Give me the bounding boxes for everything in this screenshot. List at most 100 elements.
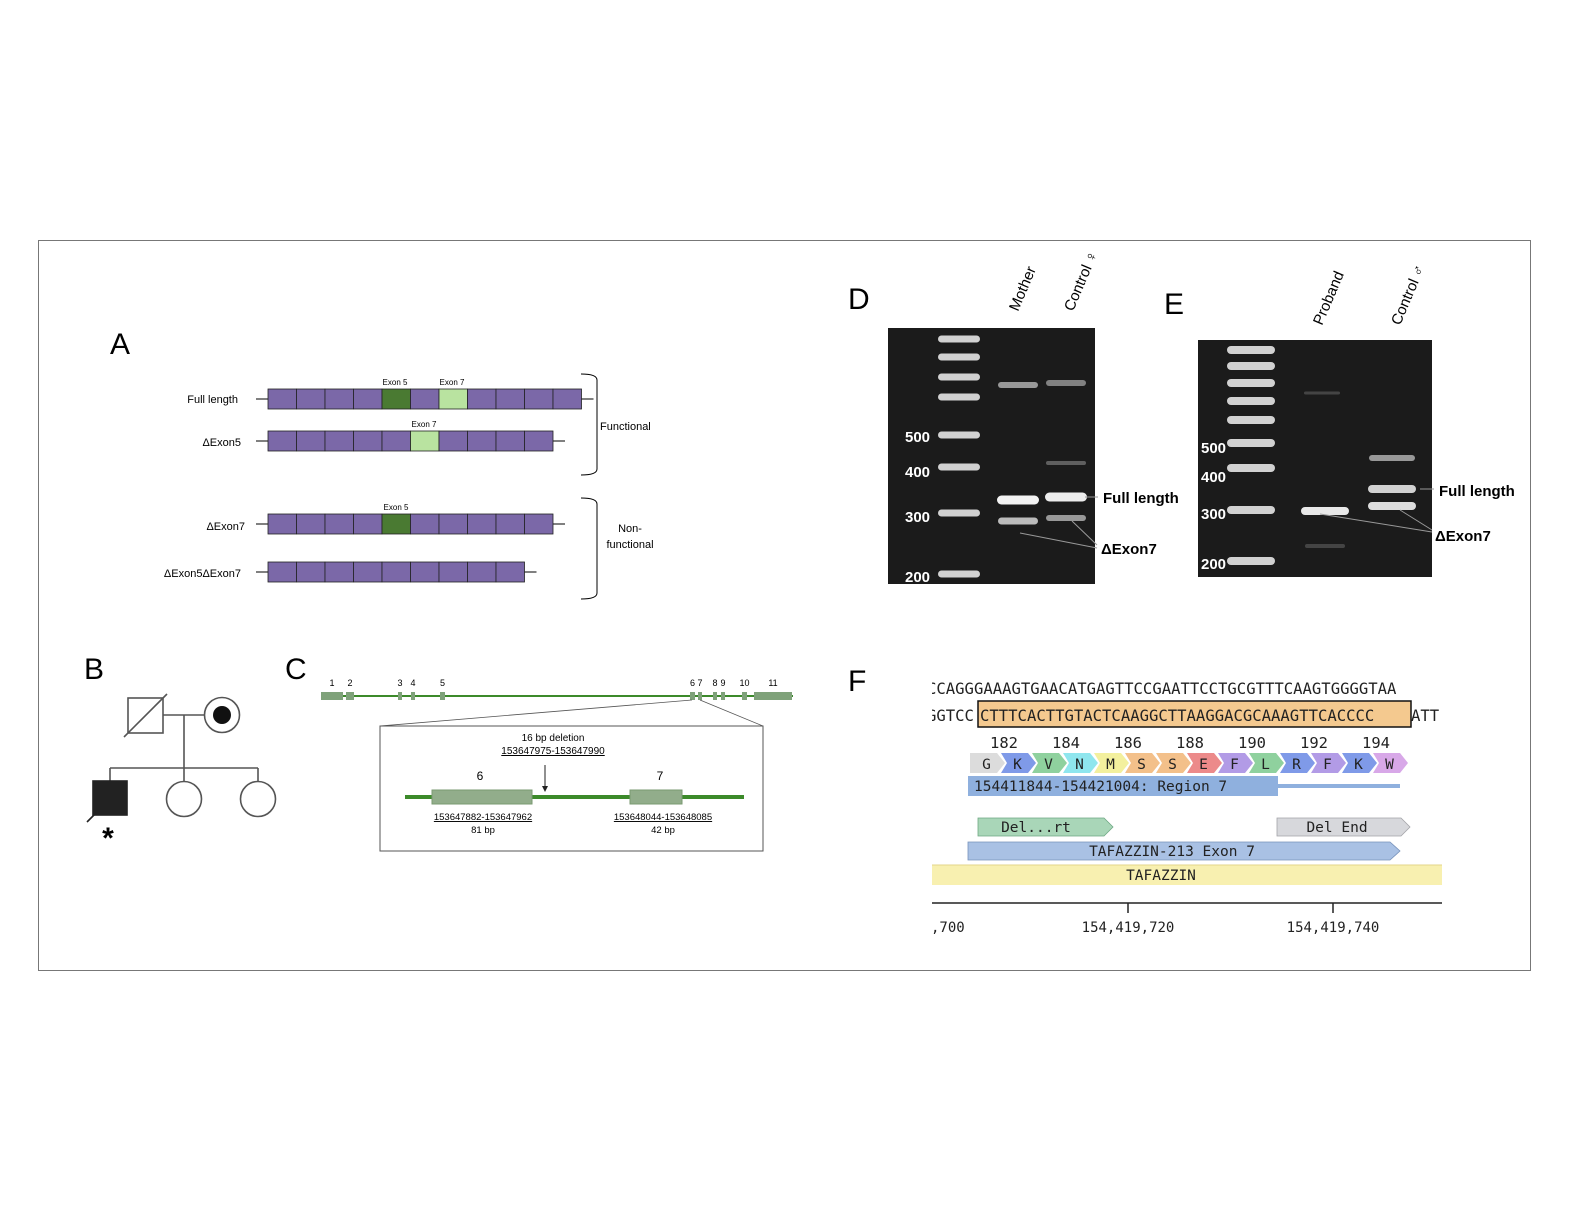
panel-a: A Exon 5 Exon 7 Exon 7 Exon 5 Full lengt…	[110, 328, 654, 600]
amino-acid-arrow	[1001, 753, 1036, 773]
pedigree-sister-1	[165, 780, 203, 818]
region-feature	[968, 776, 1278, 796]
isoform-exon	[438, 513, 468, 535]
nonfunctional-label-line2: functional	[606, 539, 653, 551]
isoform-exon	[467, 513, 497, 535]
control-delta-exon7-band	[1368, 502, 1416, 510]
amino-acid-letter: V	[1044, 757, 1053, 773]
panel-b-pedigree: B *	[84, 653, 277, 855]
gene-exon-number: 7	[697, 678, 702, 688]
amino-acid-letter: M	[1106, 757, 1115, 773]
isoform-exon	[381, 430, 411, 452]
ladder-band	[938, 335, 980, 343]
lane-label-proband: Proband	[1310, 269, 1348, 328]
gene-exon-8	[713, 692, 717, 700]
exon5-label: Exon 5	[383, 378, 408, 387]
codon-number: 188	[1176, 734, 1204, 752]
isoform-exon	[296, 513, 326, 535]
panel-f-sequence-view: F CCAGGGAAAGTGAACATGAGTTCCGAATTCCTGCGTTT…	[848, 665, 1442, 936]
control-upper-band	[1369, 455, 1415, 461]
gel-d-ladder-400: 400	[905, 464, 930, 481]
nonfunctional-label-line1: Non-	[618, 523, 642, 535]
gel-d-bands	[938, 335, 1087, 578]
gene-exon-number: 9	[720, 678, 725, 688]
amino-acid-letter: K	[1354, 757, 1363, 773]
panel-d-gel: D Mother Control ♀ 500 400 300 200 Full …	[848, 248, 1179, 586]
gel-d-full-length-label: Full length	[1103, 490, 1179, 507]
amino-acid-arrow	[1342, 753, 1377, 773]
gel-e-full-length-label: Full length	[1439, 483, 1515, 500]
control-upper-band	[1046, 380, 1086, 386]
row-label-delta-exon7: ΔExon7	[206, 521, 245, 533]
gene-feature	[932, 865, 1442, 885]
zoom-exon6-label: 6	[477, 769, 484, 783]
exon7-length: 42 bp	[651, 825, 675, 836]
gel-d-delta-label: ΔExon7	[1101, 541, 1157, 558]
isoform-exon	[267, 513, 297, 535]
panel-e-gel: E Proband Control ♂ 500 400 300 200 Full…	[1164, 262, 1515, 577]
isoform-exon	[410, 513, 440, 535]
isoform-exon7	[410, 430, 440, 452]
isoform-exon	[524, 388, 554, 410]
isoform-exon	[438, 430, 468, 452]
amino-acid-letter: S	[1168, 757, 1177, 773]
del-start-label: Del...rt	[1001, 820, 1071, 836]
codon-number: 194	[1362, 734, 1390, 752]
amino-acid-arrow	[1125, 753, 1160, 773]
isoform-exon	[353, 388, 383, 410]
pedigree-sister-2	[239, 780, 277, 818]
amino-acid-arrow	[970, 753, 1005, 773]
amino-acid-arrow	[1094, 753, 1129, 773]
exon6-coords: 153647882-153647962	[434, 812, 532, 823]
zoom-line-left	[379, 699, 693, 727]
zoom-exon6	[431, 789, 533, 805]
codon-number: 182	[990, 734, 1018, 752]
isoform-exon	[467, 430, 497, 452]
amino-acid-arrow	[1280, 753, 1315, 773]
mother-full-length-band	[997, 495, 1039, 505]
ladder-band	[938, 463, 980, 471]
ladder-band	[938, 431, 980, 439]
control-full-length-band	[1368, 485, 1416, 493]
deletion-title: 16 bp deletion	[522, 733, 585, 744]
zoom-line-right	[699, 699, 764, 727]
gene-exon-7	[698, 692, 702, 700]
figure-frame	[38, 240, 1531, 971]
amino-acid-arrow	[1249, 753, 1284, 773]
gene-feature-label: TAFAZZIN	[1126, 868, 1196, 884]
pedigree-deceased-mark	[123, 693, 168, 738]
functional-label: Functional	[600, 421, 651, 433]
ladder-band	[1227, 362, 1275, 370]
isoform-exon	[324, 561, 354, 583]
gel-d-ladder-200: 200	[905, 569, 930, 586]
amino-acid-letter: K	[1013, 757, 1022, 773]
deletion-arrow-head	[542, 786, 548, 792]
exon6-length: 81 bp	[471, 825, 495, 836]
isoform-exon	[267, 388, 297, 410]
isoform-exon5	[381, 513, 411, 535]
gene-exon-number: 4	[410, 678, 415, 688]
amino-acid-letter: R	[1292, 757, 1301, 773]
gene-exon-6	[690, 692, 695, 700]
isoform-exon	[410, 388, 440, 410]
amino-acid-arrow	[1156, 753, 1191, 773]
pedigree-carrier-dot	[213, 706, 231, 724]
sequence-top-strand: CCAGGGAAAGTGAACATGAGTTCCGAATTCCTGCGTTTCA…	[927, 680, 1397, 698]
zoom-exon7-label: 7	[657, 769, 664, 783]
gene-exon-2	[346, 692, 354, 700]
isoform-exon	[353, 513, 383, 535]
sequence-bottom-strand-right: ATT	[1411, 707, 1440, 725]
isoform-exon	[353, 430, 383, 452]
control-delta-exon7-band	[1046, 515, 1086, 521]
control-faint-band	[1046, 461, 1086, 465]
nonfunctional-bracket	[580, 497, 598, 600]
gene-exon-11	[754, 692, 792, 700]
amino-acid-arrow	[1063, 753, 1098, 773]
codon-number: 184	[1052, 734, 1080, 752]
amino-acid-letter: F	[1230, 757, 1239, 773]
deletion-coords: 153647975-153647990	[501, 746, 605, 757]
ladder-band	[938, 509, 980, 517]
pedigree-proband	[92, 780, 128, 816]
